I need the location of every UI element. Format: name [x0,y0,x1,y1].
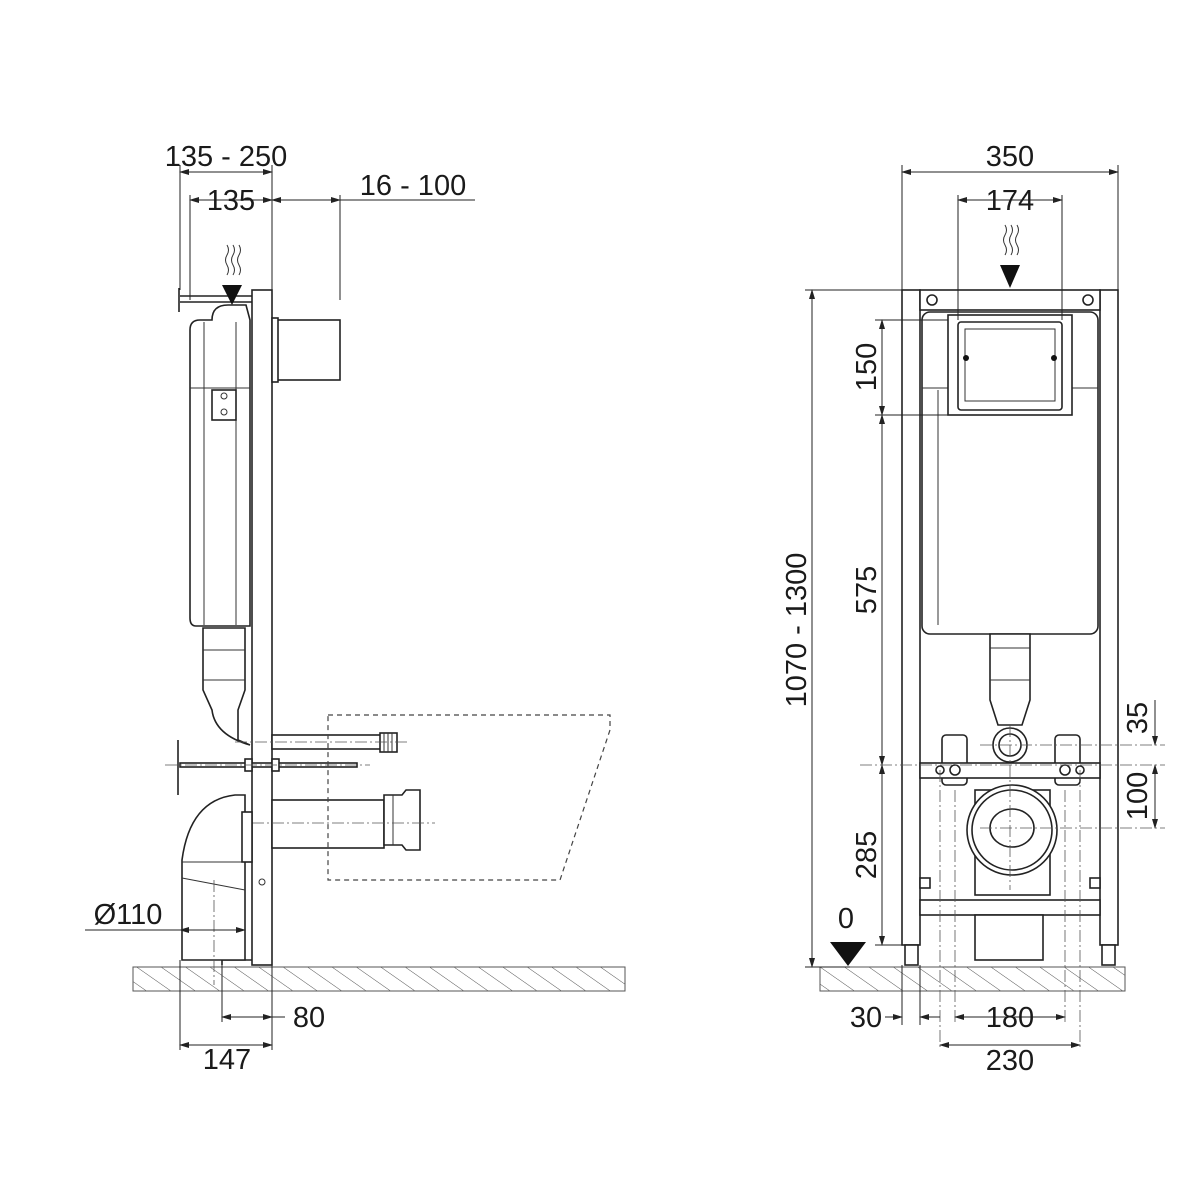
outlet-ring [966,784,1058,876]
dim-post-width: 30 [850,1002,882,1034]
dim-elbow-depth: 147 [203,1044,251,1076]
drain-stub [974,914,1044,961]
clip-hole [220,392,228,400]
adjustable-foot [904,944,919,966]
lower-crossbar [919,899,1101,916]
dim-foot-offset: 80 [293,1002,325,1034]
dim-bolts-height: 285 [851,831,883,879]
frame-post-left [901,289,921,946]
dim-tank-to-bolts: 575 [851,566,883,614]
toilet-bowl-outline [327,714,611,881]
frame-post-right [1099,289,1119,946]
extension-lines [179,960,273,1050]
water-wave-icon-front [1003,224,1019,256]
elbow-bracket [241,811,253,863]
dim-adjust-depth: 135 - 250 [165,141,288,173]
dim-inlet-offset: 35 [1122,702,1154,734]
plate-hole [258,878,266,886]
centerlines [860,744,1165,829]
flush-pipe [202,627,251,746]
outlet-ring-inner [971,789,1053,871]
floor-right [819,966,1126,992]
fixing-hole [1082,294,1094,306]
drain-elbow [181,794,246,961]
extension-lines [179,165,341,300]
screw-icon [963,355,969,361]
button-frame [957,321,1063,411]
outlet-flange [383,789,421,851]
screw-icon [1051,355,1057,361]
dim-width: 350 [986,141,1034,173]
extension-lines [901,165,1119,320]
water-inlet-arrow-icon [222,285,242,305]
clamp [1089,877,1101,889]
dim-button-height: 150 [851,343,883,391]
cistern-tank [189,304,251,627]
frame-top-bar [919,289,1101,311]
elbow-seam [181,877,246,891]
clip-hole [220,408,228,416]
clamp [919,877,931,889]
button-opening [964,328,1056,402]
water-inlet-arrow-icon-front [1000,265,1020,288]
dim-floor-zero: 0 [838,903,854,935]
button-box-frame [271,317,279,383]
dim-wall-cover: 16 - 100 [360,170,466,202]
top-rod [178,288,252,312]
centerlines [939,725,1081,1050]
dim-height-range: 1070 - 1300 [781,553,813,708]
fixing-hole [926,294,938,306]
dim-outlet-offset: 100 [1122,772,1154,820]
connector-ribs [383,733,393,752]
floor-zero-marker-icon [830,942,866,966]
side-view: 135 - 250 135 16 - 100 Ø110 80 147 [85,141,626,1076]
dim-button-width: 174 [986,185,1034,217]
extension-lines [805,289,948,968]
dim-depth: 135 [207,185,255,217]
dim-bolt-spacing: 180 [986,1002,1034,1034]
dim-pipe-diameter: Ø110 [94,899,163,931]
floor-left [132,966,626,992]
frame-plate [251,289,273,966]
water-wave-icon [225,244,241,276]
adjustable-foot [1101,944,1116,966]
dim-bracket-spacing: 230 [986,1045,1034,1077]
flush-button-box [275,319,341,381]
front-view: 350 174 1070 - 1300 150 575 285 35 100 0… [781,141,1165,1077]
